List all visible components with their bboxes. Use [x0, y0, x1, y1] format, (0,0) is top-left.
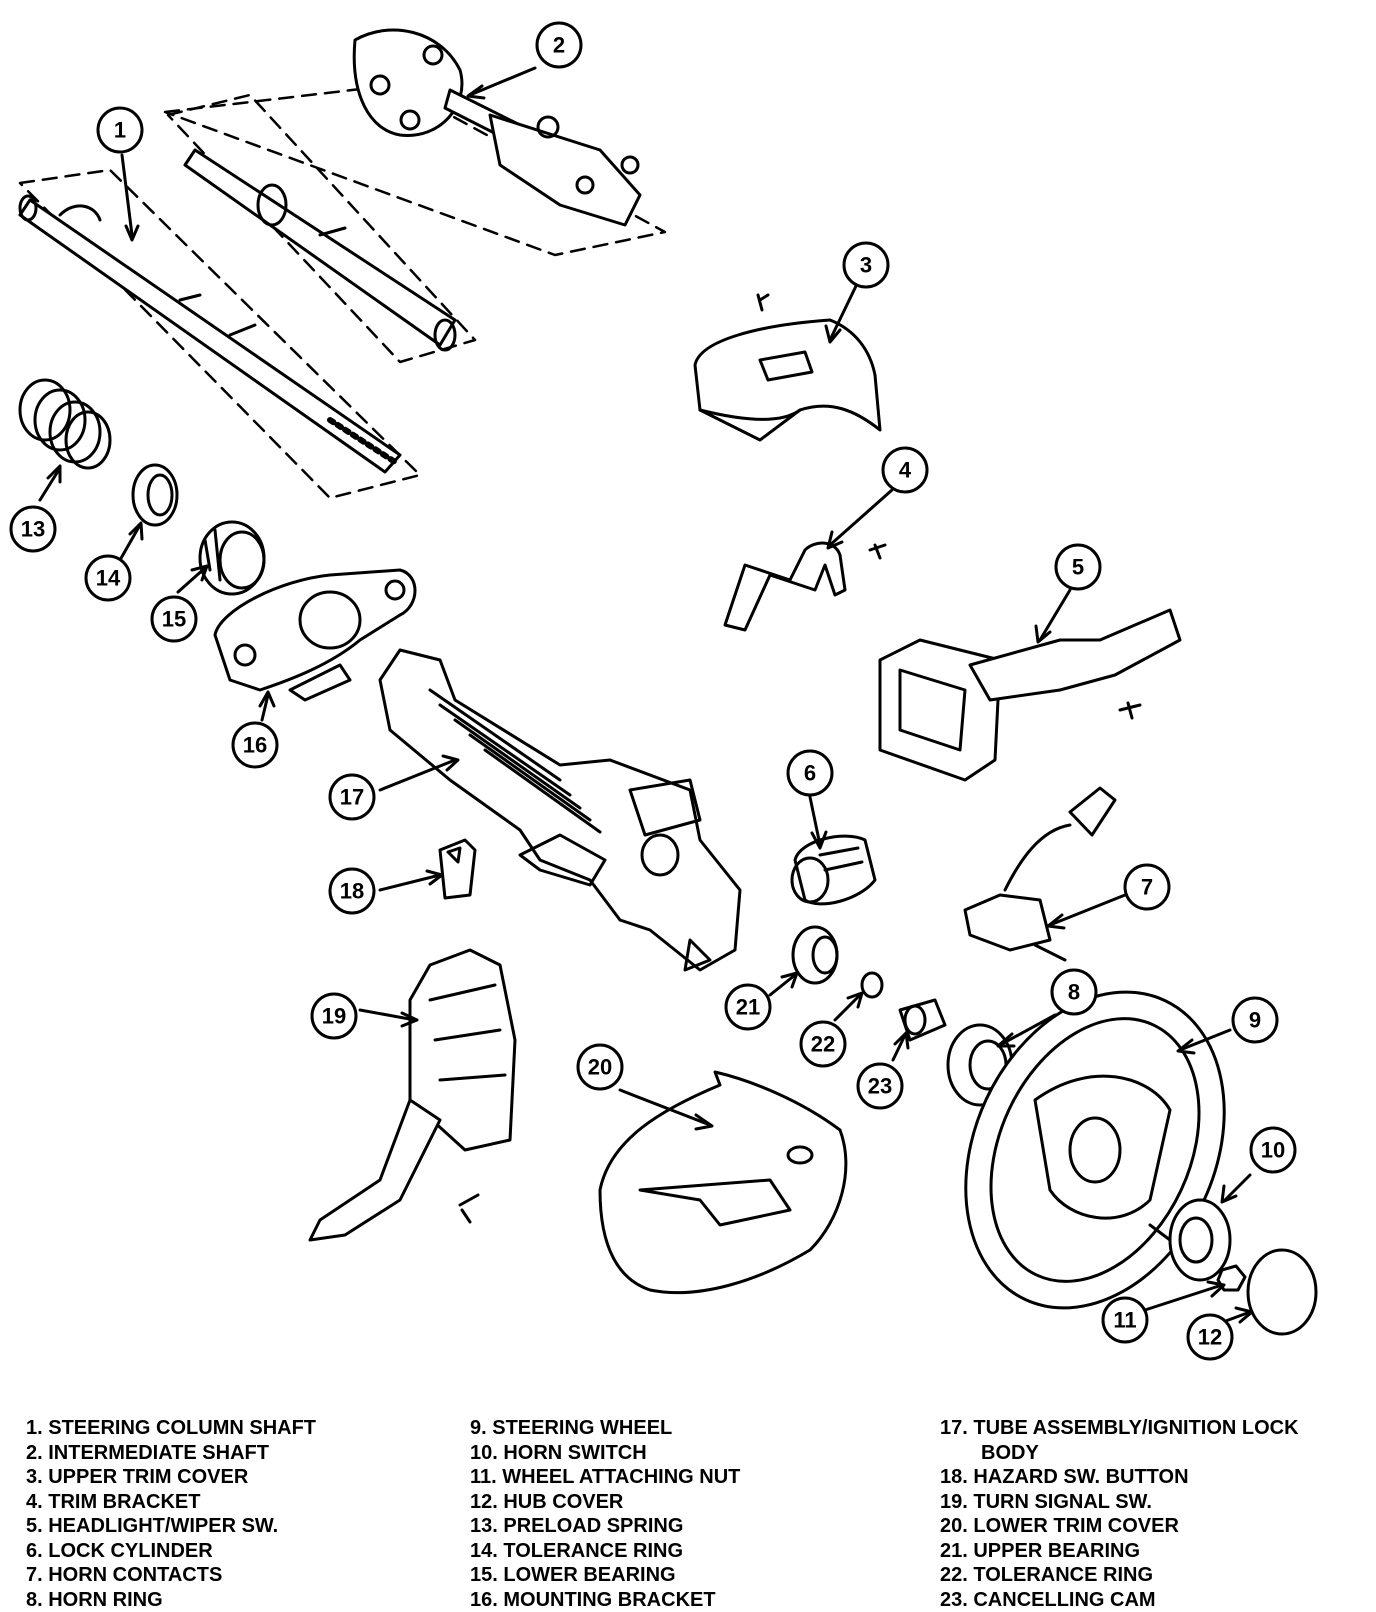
legend-item: 21. UPPER BEARING	[940, 1539, 1299, 1564]
headlight-wiper-switch	[880, 610, 1180, 780]
callout-22: 22	[811, 1032, 835, 1057]
callout-1: 1	[114, 118, 126, 143]
legend-item: 6. LOCK CYLINDER	[26, 1539, 316, 1564]
legend-item: 7. HORN CONTACTS	[26, 1563, 316, 1588]
legend-item: 22. TOLERANCE RING	[940, 1563, 1299, 1588]
legend-column-3: 17. TUBE ASSEMBLY/IGNITION LOCK BODY 18.…	[940, 1416, 1299, 1612]
legend-item: 19. TURN SIGNAL SW.	[940, 1490, 1299, 1515]
tolerance-ring-small	[862, 973, 882, 997]
hub-cover	[1248, 1250, 1316, 1334]
legend-item: 13. PRELOAD SPRING	[470, 1514, 740, 1539]
callout-21: 21	[736, 995, 760, 1020]
upper-bearing	[793, 927, 837, 983]
callout-4: 4	[899, 458, 912, 483]
legend-column-2: 9. STEERING WHEEL 10. HORN SWITCH 11. WH…	[470, 1416, 740, 1612]
legend-item: 23. CANCELLING CAM	[940, 1588, 1299, 1612]
callout-6: 6	[804, 761, 816, 786]
lock-cylinder	[792, 836, 875, 904]
steering-column-shaft	[20, 170, 420, 498]
preload-spring	[20, 380, 110, 468]
tolerance-ring	[133, 465, 177, 525]
callout-9: 9	[1249, 1008, 1261, 1033]
legend-item: 1. STEERING COLUMN SHAFT	[26, 1416, 316, 1441]
legend-item-continuation: BODY	[940, 1441, 1299, 1466]
callout-11: 11	[1113, 1308, 1136, 1333]
callout-13: 13	[21, 517, 45, 542]
legend-column-1: 1. STEERING COLUMN SHAFT 2. INTERMEDIATE…	[26, 1416, 316, 1612]
callout-2: 2	[553, 33, 565, 58]
callout-12: 12	[1198, 1325, 1222, 1350]
hazard-switch-button	[440, 840, 475, 898]
legend-item: 15. LOWER BEARING	[470, 1563, 740, 1588]
exploded-steering-column-diagram: 1 2 3 4 5 6 7 8 9 10 11 12 13 14 15 16 1…	[0, 0, 1376, 1400]
upper-trim-cover	[695, 295, 880, 440]
callout-10: 10	[1261, 1138, 1285, 1163]
legend-item: 12. HUB COVER	[470, 1490, 740, 1515]
lower-bearing	[200, 522, 264, 594]
callout-3: 3	[860, 253, 872, 278]
trim-bracket	[725, 543, 885, 630]
legend-item: 11. WHEEL ATTACHING NUT	[470, 1465, 740, 1490]
callout-20: 20	[588, 1055, 612, 1080]
intermediate-shaft	[165, 30, 665, 255]
legend-item: 5. HEADLIGHT/WIPER SW.	[26, 1514, 316, 1539]
callout-7: 7	[1141, 875, 1153, 900]
legend-item: 8. HORN RING	[26, 1588, 316, 1612]
callout-23: 23	[868, 1074, 892, 1099]
callout-17: 17	[340, 785, 364, 810]
tube-assembly-ignition-lock-body	[380, 650, 740, 970]
legend-item: 9. STEERING WHEEL	[470, 1416, 740, 1441]
lower-trim-cover	[600, 1072, 846, 1293]
callout-16: 16	[243, 733, 267, 758]
legend-item: 17. TUBE ASSEMBLY/IGNITION LOCK	[940, 1416, 1299, 1441]
legend-item: 16. MOUNTING BRACKET	[470, 1588, 740, 1612]
callout-14: 14	[96, 566, 121, 591]
legend-item: 4. TRIM BRACKET	[26, 1490, 316, 1515]
legend-item: 2. INTERMEDIATE SHAFT	[26, 1441, 316, 1466]
shaft-upper-segment	[168, 95, 475, 362]
callout-15: 15	[162, 607, 186, 632]
legend-item: 14. TOLERANCE RING	[470, 1539, 740, 1564]
legend-item: 10. HORN SWITCH	[470, 1441, 740, 1466]
legend-item: 18. HAZARD SW. BUTTON	[940, 1465, 1299, 1490]
callout-18: 18	[340, 879, 364, 904]
legend-item: 3. UPPER TRIM COVER	[26, 1465, 316, 1490]
callout-8: 8	[1068, 980, 1080, 1005]
callout-19: 19	[322, 1004, 346, 1029]
horn-contacts	[965, 788, 1115, 960]
callout-5: 5	[1072, 555, 1084, 580]
legend-item: 20. LOWER TRIM COVER	[940, 1514, 1299, 1539]
